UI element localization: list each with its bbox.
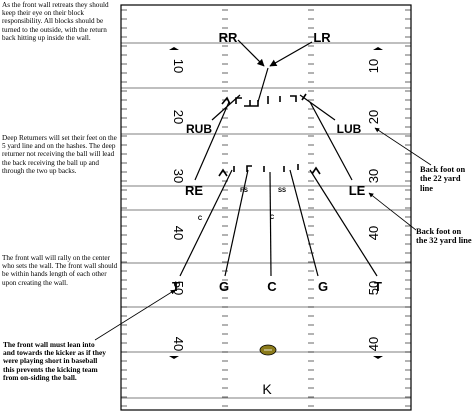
player-ss: SS (278, 188, 286, 194)
player-c-center: C (267, 279, 277, 294)
player-lub: LUB (337, 122, 362, 136)
player-fs: FS (240, 188, 248, 194)
note-front-wall-lean: The front wall must lean into and toward… (3, 340, 106, 382)
player-rr: RR (219, 30, 238, 45)
yard-number: 20 (171, 110, 186, 124)
yard-numbers-right: 10 20 30 40 50 40 (366, 59, 381, 351)
player-t-left: T (172, 279, 180, 294)
yard-number: 20 (366, 110, 381, 124)
yard-number: 30 (171, 169, 186, 183)
player-rub: RUB (186, 122, 212, 136)
yard-number: 50 (366, 281, 381, 295)
player-le: LE (349, 183, 366, 198)
yard-number: 40 (171, 226, 186, 240)
route-lines (179, 39, 378, 277)
player-g-right: G (318, 279, 328, 294)
field-border (120, 4, 412, 411)
direction-arrows (169, 47, 383, 359)
wedge-marks-upper (221, 93, 307, 107)
note-deep-returners: Deep Returners will set their feet on th… (2, 134, 117, 175)
player-g-left: G (219, 279, 229, 294)
yard-number: 40 (366, 337, 381, 351)
note-back-foot-22: Back foot on the 22 yard line (420, 165, 466, 193)
player-c-small-left: C (198, 216, 203, 222)
note-front-wall-rally: The front wall will rally on the center … (2, 254, 118, 287)
player-lr: LR (313, 30, 331, 45)
yard-number: 10 (366, 59, 381, 73)
note-back-foot-32: Back foot on the 32 yard line (416, 227, 472, 246)
player-re: RE (185, 183, 203, 198)
side-ticks (121, 9, 411, 407)
yard-number: 10 (171, 59, 186, 73)
yard-number: 40 (171, 337, 186, 351)
football-icon (259, 344, 277, 356)
yard-lines (121, 42, 411, 399)
note-front-wall-retreats: As the front wall retreats they should k… (2, 1, 109, 42)
wedge-marks-lower (218, 164, 321, 177)
yard-number: 30 (366, 169, 381, 183)
player-c-small-right: C (270, 215, 275, 221)
yard-numbers-left: 10 20 30 40 50 40 (171, 59, 186, 351)
player-k: K (262, 381, 272, 397)
note-arrows (94, 127, 432, 341)
yard-number: 40 (366, 226, 381, 240)
player-t-right: T (374, 279, 382, 294)
